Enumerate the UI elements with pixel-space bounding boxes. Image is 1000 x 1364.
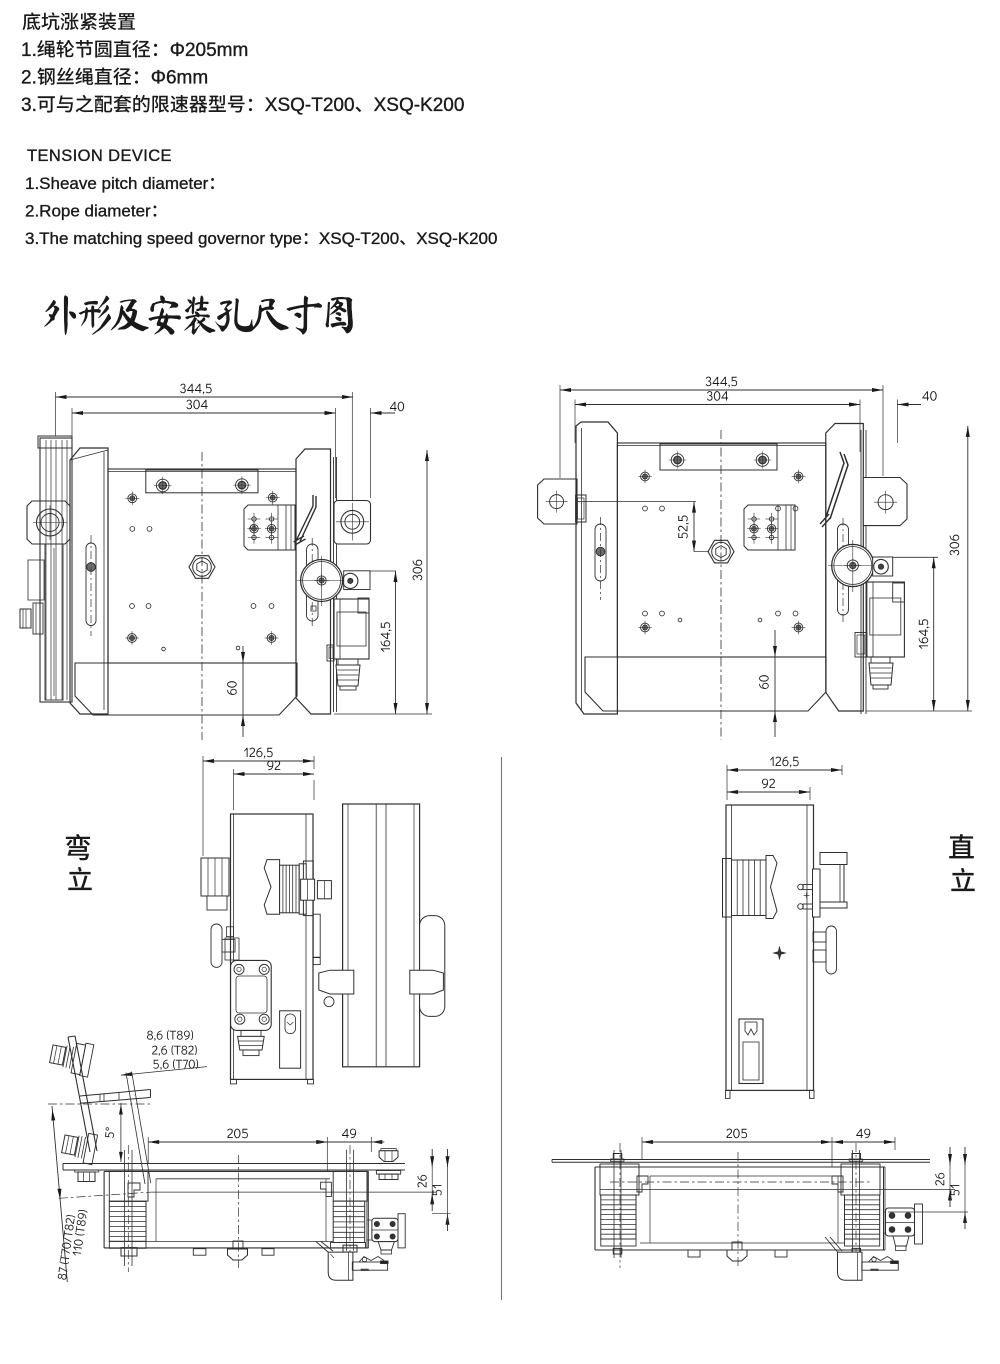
svg-text:TENSION DEVICE: TENSION DEVICE xyxy=(27,147,172,165)
svg-text:Φ205mm: Φ205mm xyxy=(170,40,249,61)
svg-text:Φ6mm: Φ6mm xyxy=(151,68,208,89)
svg-text:3.The matching speed governor: 3.The matching speed governor type xyxy=(25,229,302,248)
svg-text:2.: 2. xyxy=(21,68,37,89)
svg-text:1.: 1. xyxy=(21,40,37,61)
svg-text:2.Rope diameter: 2.Rope diameter xyxy=(25,202,151,221)
svg-text:1.Sheave pitch diameter: 1.Sheave pitch diameter xyxy=(25,174,209,193)
svg-text:3.: 3. xyxy=(21,95,37,116)
svg-text:XSQ-K200: XSQ-K200 xyxy=(416,229,497,248)
svg-text:XSQ-K200: XSQ-K200 xyxy=(374,95,465,116)
svg-text:XSQ-T200: XSQ-T200 xyxy=(319,229,399,248)
svg-text:XSQ-T200: XSQ-T200 xyxy=(265,95,355,116)
